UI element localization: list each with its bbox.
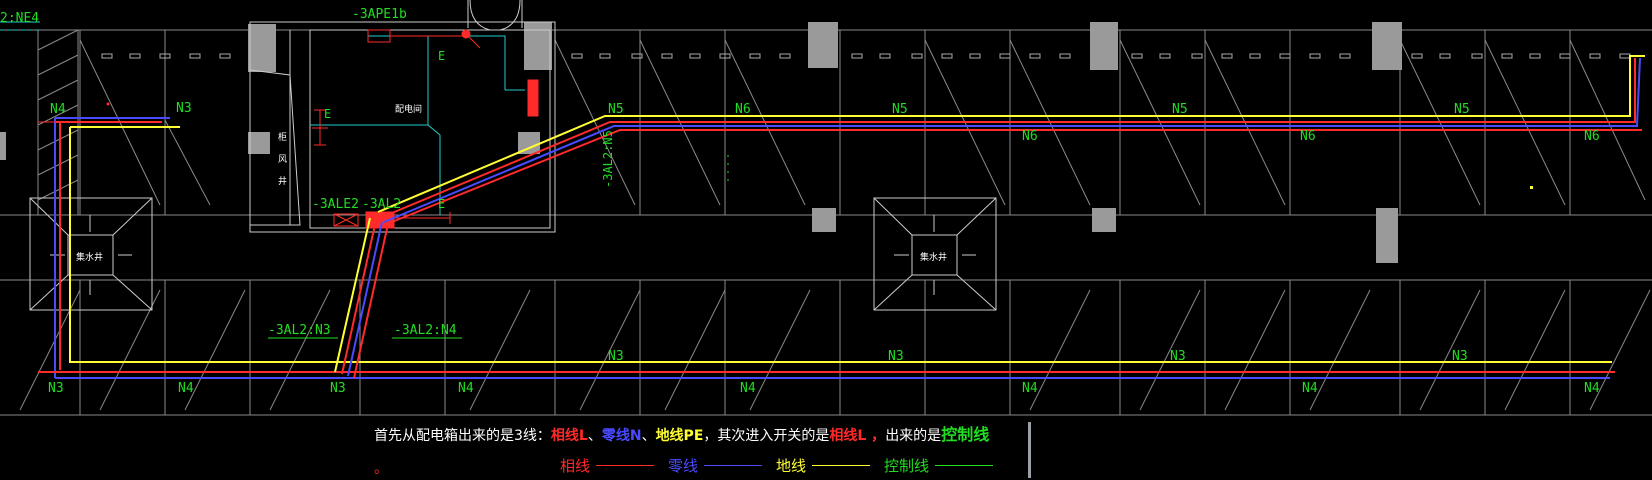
- riser-label: -3AL2:N5: [601, 130, 615, 188]
- upper-label: N3: [176, 101, 192, 116]
- lower-top-label: N3: [1452, 349, 1468, 364]
- svg-text:风: 风: [278, 154, 287, 165]
- lower-bottom-label: N4: [1022, 381, 1038, 396]
- lower-bottom-label: N4: [178, 381, 194, 396]
- light-fixtures: [101, 53, 1631, 59]
- lower-bottom-label: N4: [1302, 381, 1318, 396]
- electrical-room: [249, 0, 556, 233]
- annotation-dot: 。: [374, 461, 388, 477]
- room-text-sump-middle: 集水井: [920, 251, 947, 263]
- annotation-sep1: 、: [587, 428, 602, 444]
- annotation-prefix: 首先从配电箱出来的是3线：: [374, 428, 551, 444]
- panel-label-top: -3APE1b: [352, 7, 407, 22]
- legend: 相线 零线 地线 控制线: [560, 454, 1007, 476]
- upper-label: N6: [735, 102, 751, 117]
- lower-bottom-label: N3: [48, 381, 64, 396]
- legend-label: 相线: [560, 456, 591, 475]
- upper-sub-label: N6: [1300, 129, 1316, 144]
- legend-item-phase: 相线: [560, 455, 655, 476]
- annotation-ground: 地线PE: [655, 428, 704, 444]
- svg-text:井: 井: [278, 175, 287, 187]
- yellow-dot: [1530, 186, 1533, 189]
- legend-label: 零线: [668, 456, 699, 475]
- upper-label: N5: [608, 102, 624, 117]
- legend-item-ground: 地线: [776, 455, 871, 476]
- top-left-label: 2:NE4: [0, 11, 39, 26]
- legend-swatch: [812, 464, 871, 466]
- upper-label: N5: [892, 102, 908, 117]
- lower-bottom-label: N4: [1584, 381, 1600, 396]
- sump-pit-middle: [873, 197, 997, 311]
- lower-top-label: N3: [1170, 349, 1186, 364]
- upper-sub-label: N6: [1584, 129, 1600, 144]
- lower-bottom-label: N3: [330, 381, 346, 396]
- legend-item-control: 控制线: [884, 455, 994, 476]
- annotation-phase: 相线L: [550, 428, 588, 444]
- annotation-suffix: 出来的是: [885, 428, 942, 444]
- panel-label-e3: E: [438, 197, 445, 211]
- annotation-line: 首先从配电箱出来的是3线：相线L、零线N、地线PE，其次进入开关的是相线L ，出…: [374, 422, 1034, 449]
- annotation-sep2: 、: [641, 428, 656, 444]
- legend-label: 控制线: [884, 456, 930, 475]
- room-text-distribution: 配电间: [395, 103, 422, 115]
- upper-sub-label: N6: [1022, 129, 1038, 144]
- svg-text:柜: 柜: [278, 131, 287, 143]
- circuit-label-2: -3AL2:N4: [394, 323, 457, 338]
- red-dot: [106, 102, 110, 106]
- lower-top-label: N3: [608, 349, 624, 364]
- lower-circuit-wires: [38, 118, 1615, 379]
- legend-label: 地线: [776, 456, 807, 475]
- panel-label-e2: E: [324, 107, 331, 121]
- legend-swatch: [935, 464, 994, 466]
- upper-circuit-wires: [55, 55, 1645, 227]
- annotation-neutral: 零线N: [601, 428, 642, 444]
- annotation-mid: ，其次进入开关的是: [703, 428, 830, 444]
- legend-item-neutral: 零线: [668, 455, 763, 476]
- room-text-vertical: 柜 风 井: [278, 131, 287, 187]
- upper-label: N4: [50, 102, 66, 117]
- box-label-2: -3AL2: [362, 197, 401, 212]
- upper-label: N5: [1172, 102, 1188, 117]
- lower-bottom-label: N4: [740, 381, 756, 396]
- legend-swatch: [596, 464, 655, 466]
- sump-pit-left: [29, 197, 153, 311]
- panel-label-e1: E: [438, 49, 445, 63]
- lower-bottom-label: N4: [458, 381, 474, 396]
- lower-top-label: N3: [888, 349, 904, 364]
- annotation-phase2: 相线L ，: [829, 428, 886, 444]
- text-cursor-bar: [1028, 422, 1031, 478]
- room-text-sump-left: 集水井: [76, 251, 103, 263]
- upper-label: N5: [1454, 102, 1470, 117]
- legend-swatch: [704, 464, 763, 466]
- annotation-control: 控制线: [941, 425, 990, 444]
- box-label-1: -3ALE2: [312, 197, 359, 212]
- circuit-label-1: -3AL2:N3: [268, 323, 331, 338]
- hatched-wall: [37, 29, 79, 216]
